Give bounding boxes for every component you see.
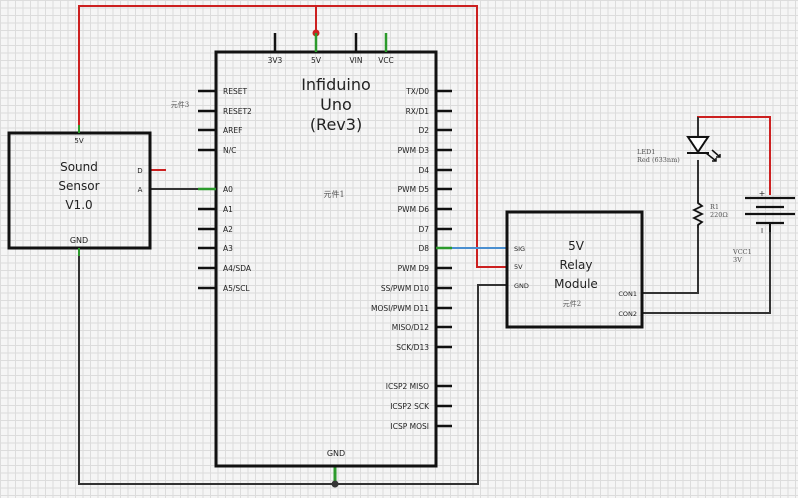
wire-con2[interactable]: [642, 226, 770, 313]
relay-pin-con2: CON2: [618, 310, 637, 318]
arduino-title-1: Infiduino: [301, 75, 371, 94]
relay-part-label: 元件2: [563, 299, 581, 308]
led-name: LED1: [637, 148, 655, 156]
arduino-pin-reset-label: RESET: [223, 87, 247, 96]
battery-minus: I: [761, 227, 763, 235]
arduino-pin-reset2-label: RESET2: [223, 107, 252, 116]
sensor-pin-d: D: [137, 167, 142, 175]
battery[interactable]: + I VCC1 3V: [732, 189, 795, 264]
arduino-pin-icsp-mosi-label: ICSP MOSI: [391, 422, 429, 431]
arduino-pin-miso-d12-label: MISO/D12: [392, 323, 429, 332]
relay-title-2: Relay: [560, 258, 593, 272]
relay-pin-con1: CON1: [618, 290, 637, 298]
resistor-value: 220Ω: [710, 211, 728, 219]
battery-icon: [745, 198, 795, 223]
arduino-pin-d4-label: D4: [418, 166, 429, 175]
arduino-pin-pwm-d9-label: PWM D9: [398, 264, 430, 273]
arduino-pin-a5-scl-label: A5/SCL: [223, 284, 250, 293]
sensor-pin-a: A: [138, 186, 143, 194]
arduino-pin-5v-label: 5V: [311, 56, 322, 65]
sensor-title-3: V1.0: [65, 198, 92, 212]
arduino-pin-aref-label: AREF: [223, 126, 242, 135]
arduino-pin-mosi-pwm-d11-label: MOSI/PWM D11: [371, 304, 429, 313]
resistor-zigzag-icon: [694, 200, 702, 228]
sensor-pin-5v: 5V: [74, 137, 83, 145]
arduino-pin-n-c-label: N/C: [223, 146, 236, 155]
arduino-pin-rx-d1-label: RX/D1: [406, 107, 430, 116]
junction-gnd: [332, 481, 339, 488]
arduino-pin-a2-label: A2: [223, 225, 233, 234]
wire-con1[interactable]: [642, 228, 698, 293]
relay-pin-sig: SIG: [514, 245, 525, 253]
arduino-pin-pwm-d5-label: PWM D5: [398, 185, 430, 194]
arduino-pin-icsp2-miso-label: ICSP2 MISO: [386, 382, 429, 391]
resistor[interactable]: R1 220Ω: [694, 200, 728, 228]
arduino-part-label: 元件1: [323, 189, 344, 199]
relay-title-1: 5V: [568, 239, 585, 253]
arduino-pin-pwm-d6-label: PWM D6: [398, 205, 430, 214]
arduino-pin-a1-label: A1: [223, 205, 233, 214]
arduino-top-pins: 3V3 5V VIN VCC: [268, 33, 394, 65]
arduino-right-pins: TX/D0RX/D1D2PWM D3 D4PWM D5 PWM D6 D7D8PWM …: [371, 87, 452, 431]
resistor-name: R1: [710, 203, 719, 211]
led-light-arrows-icon: [706, 150, 720, 161]
arduino-pin-gnd-label: GND: [327, 449, 345, 458]
arduino-pin-pwm-d3-label: PWM D3: [398, 146, 430, 155]
arduino-pin-d8-label: D8: [418, 244, 429, 253]
sensor-part-label: 元件3: [171, 100, 189, 109]
relay-title-3: Module: [554, 277, 598, 291]
led-desc: Red (633nm): [637, 156, 680, 164]
relay-module[interactable]: SIG 5V GND CON1 CON2 5V Relay Module 元件2: [507, 212, 642, 327]
arduino-title-2: Uno: [320, 95, 352, 114]
arduino-pin-ss-pwm-d10-label: SS/PWM D10: [381, 284, 429, 293]
wire-gnd[interactable]: [79, 248, 507, 484]
sensor-title-2: Sensor: [58, 179, 99, 193]
arduino-pin-icsp2-sck-label: ICSP2 SCK: [390, 402, 430, 411]
arduino-pin-vcc-label: VCC: [378, 56, 394, 65]
arduino-left-pins: RESET RESET2AREF N/C A0A1A2A3A4/SDA A5/SCL: [198, 87, 252, 293]
sensor-title-1: Sound: [60, 160, 98, 174]
led[interactable]: LED1 Red (633nm): [637, 137, 720, 164]
arduino-pin-d2-label: D2: [418, 126, 429, 135]
arduino-pin-a0-label: A0: [223, 185, 233, 194]
led-diode-icon: [688, 137, 708, 152]
arduino-pin-d7-label: D7: [418, 225, 429, 234]
arduino-pin-a4-sda-label: A4/SDA: [223, 264, 252, 273]
sound-sensor[interactable]: 5V D A GND Sound Sensor V1.0 元件3: [9, 100, 189, 256]
relay-pin-gnd: GND: [514, 282, 529, 290]
arduino-pin-3v3-label: 3V3: [268, 56, 283, 65]
arduino-pin-a3-label: A3: [223, 244, 233, 253]
battery-name: VCC1: [732, 248, 752, 256]
relay-pin-5v: 5V: [514, 263, 523, 271]
battery-value: 3V: [733, 256, 742, 264]
arduino-uno[interactable]: 3V3 5V VIN VCC RESET RESET2AREF N/C A0A1A2A3A4…: [198, 33, 452, 466]
arduino-pin-tx-d0-label: TX/D0: [405, 87, 429, 96]
arduino-pin-sck-d13-label: SCK/D13: [396, 343, 429, 352]
arduino-pin-vin-label: VIN: [350, 56, 363, 65]
sensor-pin-gnd: GND: [70, 236, 88, 245]
battery-plus: +: [759, 189, 766, 198]
arduino-title-3: (Rev3): [310, 115, 362, 134]
